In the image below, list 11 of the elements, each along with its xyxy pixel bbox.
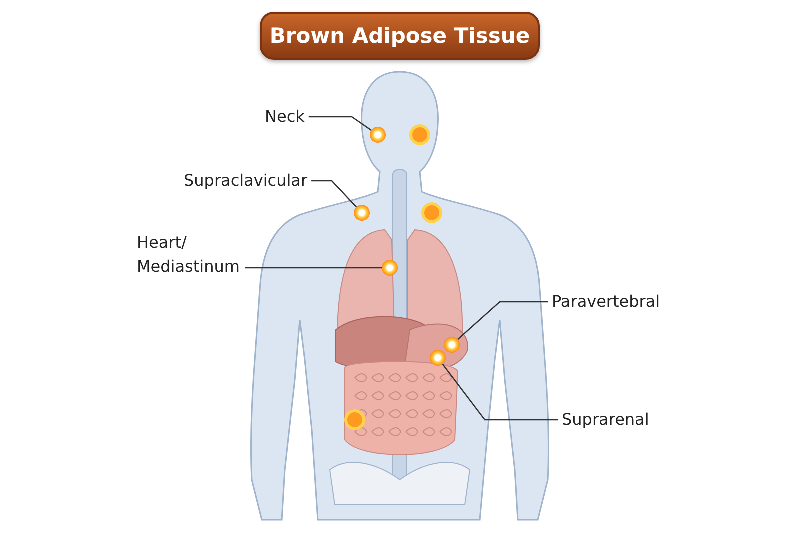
leader-line <box>308 116 372 131</box>
region-label: Paravertebral <box>552 290 660 314</box>
leader-line <box>458 301 548 340</box>
region-label: Heart/ Mediastinum <box>137 231 241 279</box>
leader-line <box>245 267 382 269</box>
region-label: Neck <box>265 105 305 129</box>
region-label: Supraclavicular <box>184 169 308 193</box>
leader-line <box>312 180 357 208</box>
leader-line <box>442 364 558 421</box>
region-label: Suprarenal <box>562 408 650 432</box>
title-banner: Brown Adipose Tissue <box>260 12 540 60</box>
